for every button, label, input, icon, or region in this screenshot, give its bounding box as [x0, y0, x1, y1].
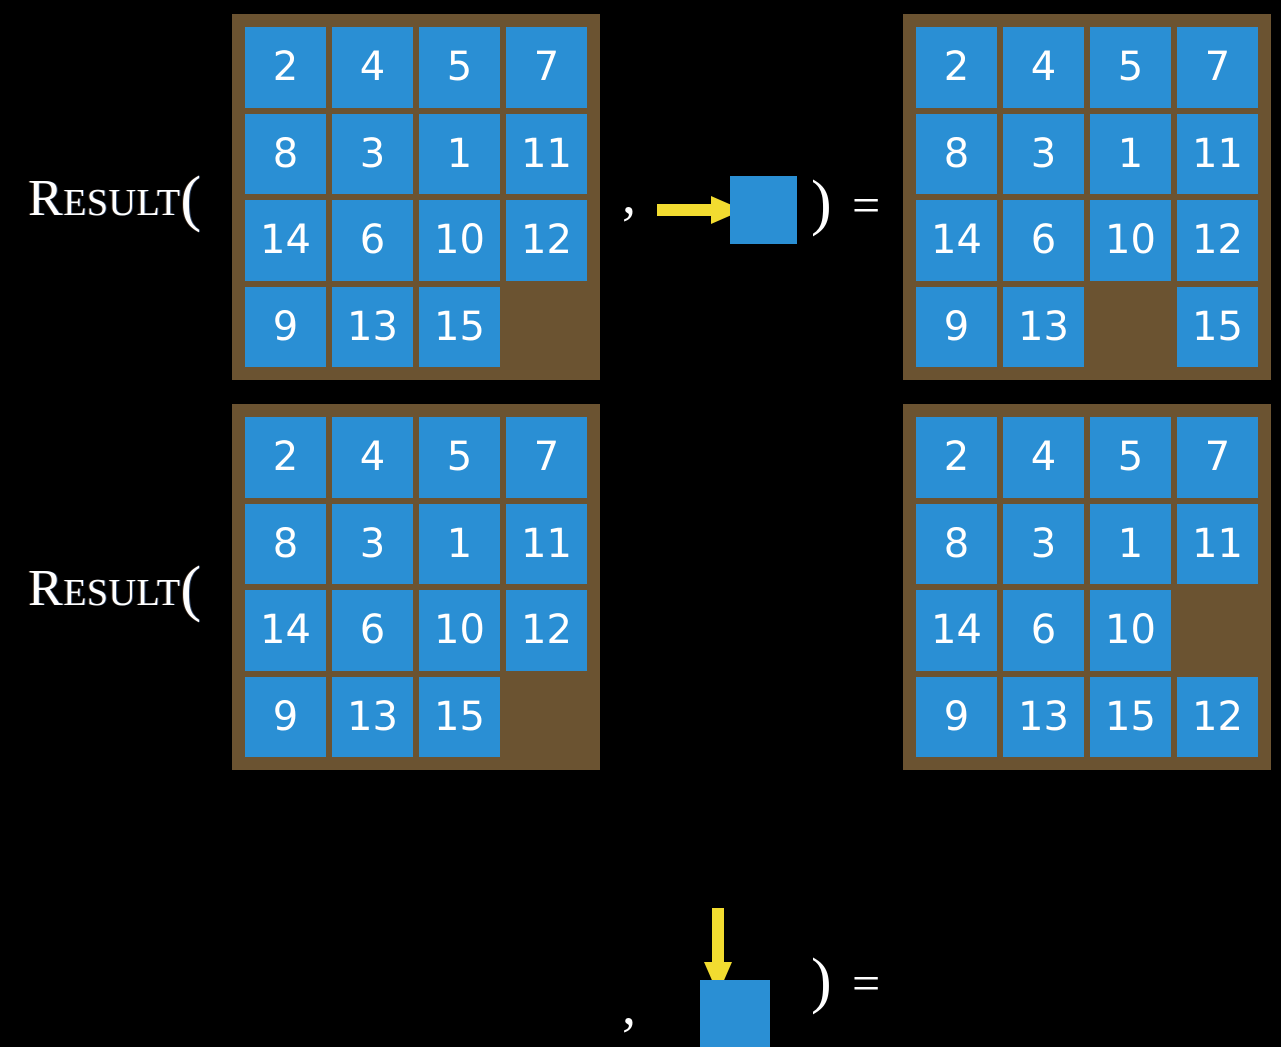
tile[interactable]: 6: [332, 590, 413, 671]
tile[interactable]: 10: [419, 590, 500, 671]
tile[interactable]: 3: [1003, 503, 1084, 584]
tile[interactable]: 14: [245, 200, 326, 281]
tile[interactable]: 13: [332, 286, 413, 367]
tile[interactable]: 3: [1003, 113, 1084, 194]
tile[interactable]: 2: [916, 27, 997, 108]
output-grid-row-1: 2 4 5 7 8 3 1 11 14 6 10 12 9 13 15: [916, 27, 1258, 367]
result-smallcaps-letters: ESULT: [63, 572, 181, 614]
tile[interactable]: 7: [1177, 417, 1258, 498]
tile[interactable]: 7: [1177, 27, 1258, 108]
blank-tile-marker-row-2: [700, 980, 770, 1047]
tile[interactable]: 4: [1003, 417, 1084, 498]
tile[interactable]: 8: [916, 503, 997, 584]
blank-tile: [1090, 287, 1171, 368]
tile[interactable]: 14: [245, 590, 326, 671]
tile[interactable]: 10: [419, 200, 500, 281]
tile[interactable]: 13: [1003, 286, 1084, 367]
equation-row-1: RESULT( 2 4 5 7 8 3 1 11 14 6 10 12 9 13…: [0, 0, 1281, 390]
tile[interactable]: 1: [1090, 113, 1171, 194]
tile[interactable]: 9: [245, 676, 326, 757]
blank-tile-marker-row-1: [730, 176, 797, 244]
arrow-right-icon: [657, 196, 743, 224]
tile[interactable]: 6: [1003, 590, 1084, 671]
tile[interactable]: 5: [419, 417, 500, 498]
tile[interactable]: 9: [916, 286, 997, 367]
tile[interactable]: 4: [332, 417, 413, 498]
tile[interactable]: 12: [506, 200, 587, 281]
tile[interactable]: 11: [506, 503, 587, 584]
result-cap-letter: R: [28, 560, 64, 617]
tile[interactable]: 8: [245, 113, 326, 194]
output-board-row-2: 2 4 5 7 8 3 1 11 14 6 10 9 13 15 12: [903, 404, 1271, 770]
tile[interactable]: 8: [916, 113, 997, 194]
tile[interactable]: 8: [245, 503, 326, 584]
equals-sign-row-2: =: [852, 955, 881, 1011]
tile[interactable]: 15: [1090, 676, 1171, 757]
tile[interactable]: 5: [1090, 417, 1171, 498]
tile[interactable]: 5: [1090, 27, 1171, 108]
tile[interactable]: 5: [419, 27, 500, 108]
tile[interactable]: 11: [1177, 503, 1258, 584]
equation-row-2: RESULT( 2 4 5 7 8 3 1 11 14 6 10 12 9 13…: [0, 390, 1281, 1047]
tile[interactable]: 11: [506, 113, 587, 194]
tile[interactable]: 6: [332, 200, 413, 281]
tile[interactable]: 14: [916, 200, 997, 281]
close-paren-row-2: ): [811, 947, 832, 1015]
input-board-row-2: 2 4 5 7 8 3 1 11 14 6 10 12 9 13 15: [232, 404, 600, 770]
tile[interactable]: 1: [419, 113, 500, 194]
tile[interactable]: 4: [1003, 27, 1084, 108]
operator-area-row-2: , ) =: [600, 390, 903, 1047]
close-paren-row-1: ): [811, 169, 832, 237]
tile[interactable]: 7: [506, 417, 587, 498]
open-paren-row-2: (: [180, 555, 202, 623]
tile[interactable]: 6: [1003, 200, 1084, 281]
input-grid-row-1: 2 4 5 7 8 3 1 11 14 6 10 12 9 13 15: [245, 27, 587, 367]
tile[interactable]: 2: [916, 417, 997, 498]
result-label-row-2: RESULT(: [28, 554, 202, 620]
tile[interactable]: 3: [332, 503, 413, 584]
tile[interactable]: 1: [1090, 503, 1171, 584]
tile[interactable]: 15: [419, 286, 500, 367]
blank-tile: [506, 677, 587, 758]
tile[interactable]: 10: [1090, 200, 1171, 281]
tile[interactable]: 15: [419, 676, 500, 757]
operator-area-row-1: , ) =: [600, 0, 903, 390]
input-board-row-1: 2 4 5 7 8 3 1 11 14 6 10 12 9 13 15: [232, 14, 600, 380]
tile[interactable]: 12: [1177, 200, 1258, 281]
tile[interactable]: 10: [1090, 590, 1171, 671]
tile[interactable]: 13: [1003, 676, 1084, 757]
tile[interactable]: 12: [506, 590, 587, 671]
tile[interactable]: 2: [245, 27, 326, 108]
tile[interactable]: 7: [506, 27, 587, 108]
tile[interactable]: 1: [419, 503, 500, 584]
output-board-row-1: 2 4 5 7 8 3 1 11 14 6 10 12 9 13 15: [903, 14, 1271, 380]
result-smallcaps-letters: ESULT: [63, 182, 181, 224]
output-grid-row-2: 2 4 5 7 8 3 1 11 14 6 10 9 13 15 12: [916, 417, 1258, 757]
result-label-row-1: RESULT(: [28, 164, 202, 230]
tile[interactable]: 13: [332, 676, 413, 757]
comma-row-1: ,: [622, 164, 636, 226]
blank-tile: [506, 287, 587, 368]
result-cap-letter: R: [28, 170, 64, 227]
blank-tile: [1177, 590, 1258, 671]
tile[interactable]: 12: [1177, 676, 1258, 757]
tile[interactable]: 2: [245, 417, 326, 498]
tile[interactable]: 4: [332, 27, 413, 108]
equals-sign-row-1: =: [852, 177, 881, 233]
input-grid-row-2: 2 4 5 7 8 3 1 11 14 6 10 12 9 13 15: [245, 417, 587, 757]
open-paren-row-1: (: [180, 165, 202, 233]
tile[interactable]: 11: [1177, 113, 1258, 194]
tile[interactable]: 14: [916, 590, 997, 671]
comma-row-2: ,: [622, 975, 636, 1037]
tile[interactable]: 15: [1177, 286, 1258, 367]
tile[interactable]: 3: [332, 113, 413, 194]
tile[interactable]: 9: [245, 286, 326, 367]
tile[interactable]: 9: [916, 676, 997, 757]
